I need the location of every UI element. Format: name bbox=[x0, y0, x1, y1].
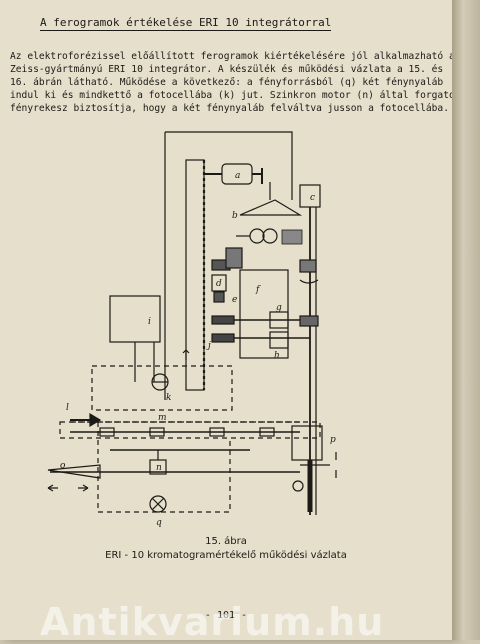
paragraph-line: Az elektroforézissel előállított ferogra… bbox=[10, 51, 455, 62]
part-h bbox=[269, 331, 289, 349]
section-heading: A ferogramok értékelése ERI 10 integráto… bbox=[40, 16, 332, 31]
paragraph-line: fényrekesz biztosítja, hogy a két fényny… bbox=[10, 103, 449, 114]
label-g: g bbox=[276, 303, 282, 313]
label-e: e bbox=[232, 295, 237, 305]
label-a: a bbox=[235, 171, 240, 181]
body-paragraph: Az elektroforézissel előállított ferogra… bbox=[10, 50, 467, 115]
watermark: Antikvarium.hu bbox=[40, 600, 385, 644]
box-i bbox=[109, 295, 161, 343]
box-f bbox=[239, 269, 289, 359]
lamp-q bbox=[149, 495, 167, 513]
label-m: m bbox=[158, 413, 167, 423]
figure-title: ERI - 10 kromatogramértékelő működési vá… bbox=[105, 550, 347, 561]
label-o: o bbox=[60, 461, 66, 471]
label-i: i bbox=[148, 317, 151, 327]
paragraph-line: Zeiss-gyártmányú ERI 10 integrátor. A ké… bbox=[10, 64, 444, 75]
part-d bbox=[211, 274, 227, 292]
page-edge bbox=[452, 0, 480, 640]
frame-line bbox=[165, 131, 293, 200]
label-p: p bbox=[330, 435, 336, 445]
label-d: d bbox=[216, 279, 222, 289]
rack-bar bbox=[185, 159, 205, 391]
schematic-diagram: a b c d e f g h i j k l m n o p q bbox=[47, 131, 337, 528]
disc-b bbox=[239, 199, 303, 216]
label-h: h bbox=[274, 351, 280, 361]
label-j: j bbox=[206, 341, 211, 351]
label-b: b bbox=[232, 211, 238, 221]
label-l: l bbox=[66, 403, 69, 413]
box-p bbox=[291, 425, 323, 461]
label-n: n bbox=[156, 463, 162, 473]
paragraph-line: 16. ábrán látható. Működése a következő:… bbox=[10, 77, 444, 88]
label-q: q bbox=[156, 518, 162, 528]
page-number: - 101 - bbox=[204, 610, 248, 621]
label-c: c bbox=[310, 193, 315, 203]
figure-number: 15. ábra bbox=[205, 536, 247, 547]
label-k: k bbox=[166, 393, 171, 403]
label-f: f bbox=[255, 285, 261, 295]
roller bbox=[249, 228, 265, 244]
book-page: A ferogramok értékelése ERI 10 integráto… bbox=[0, 0, 467, 644]
paragraph-line: indul ki és mindkettő a fotocellába (k) … bbox=[10, 90, 467, 101]
